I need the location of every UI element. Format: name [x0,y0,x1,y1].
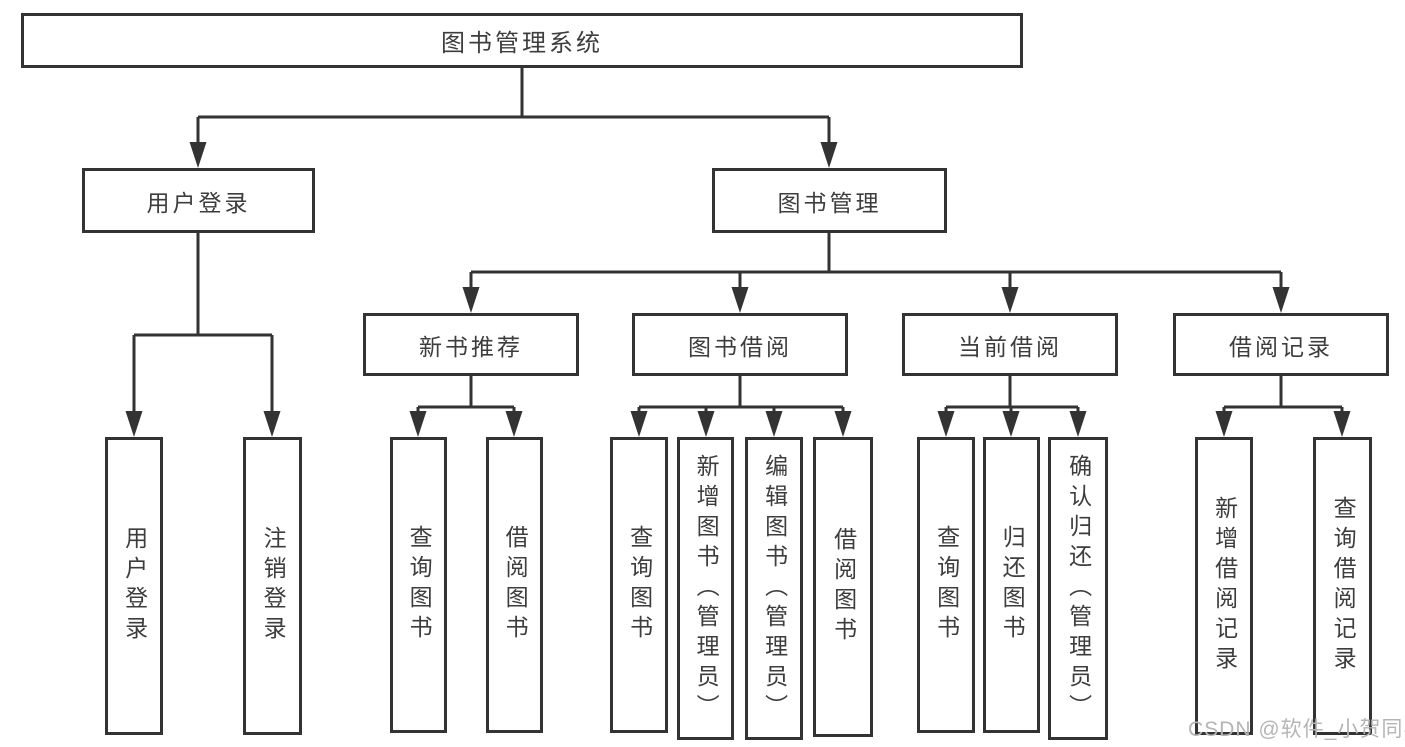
arrowhead-icon [1333,411,1351,437]
leaf-records-query-record: 查询借阅记录 [1313,437,1372,735]
arrowhead-icon [125,411,143,437]
node-current-borrowing: 当前借阅 [902,313,1118,376]
leaf-logout: 注销登录 [243,437,302,735]
arrowhead-icon [263,411,281,437]
arrowhead-icon [409,411,427,437]
leaf-borrow-borrow-books: 借阅图书 [813,437,873,737]
node-library-management-system: 图书管理系统 [21,13,1023,68]
arrowhead-icon [731,287,749,313]
arrowhead-icon [834,411,852,437]
arrowhead-icon [1002,411,1020,437]
arrowhead-icon [820,142,838,168]
arrowhead-icon [1272,287,1290,313]
node-book-borrowing: 图书借阅 [632,313,848,376]
arrowhead-icon [937,411,955,437]
leaf-borrow-add-books-admin: 新增图书（管理员） [677,437,734,740]
arrowhead-icon [462,287,480,313]
arrowhead-icon [765,411,783,437]
leaf-borrow-edit-books-admin: 编辑图书（管理员） [745,437,803,740]
leaf-current-query-books: 查询图书 [917,437,975,733]
arrowhead-icon [630,411,648,437]
arrowhead-icon [1069,411,1087,437]
leaf-user-login: 用户登录 [105,437,163,735]
watermark: CSDN @软件_小贺同学 [1188,718,1405,741]
leaf-records-add-record: 新增借阅记录 [1195,437,1253,735]
arrowhead-icon [697,411,715,437]
arrowhead-icon [1001,287,1019,313]
node-user-login: 用户登录 [82,168,315,233]
leaf-current-confirm-return-admin: 确认归还（管理员） [1048,437,1108,740]
leaf-current-return-books: 归还图书 [983,437,1040,733]
leaf-recommend-borrow-books: 借阅图书 [486,437,543,733]
arrowhead-icon [1215,411,1233,437]
leaf-recommend-query-books: 查询图书 [390,437,447,733]
node-new-book-recommendation: 新书推荐 [363,313,579,376]
arrowhead-icon [189,142,207,168]
node-borrowing-records: 借阅记录 [1173,313,1389,376]
node-book-management: 图书管理 [712,168,947,233]
leaf-borrow-query-books: 查询图书 [610,437,668,733]
arrowhead-icon [505,411,523,437]
